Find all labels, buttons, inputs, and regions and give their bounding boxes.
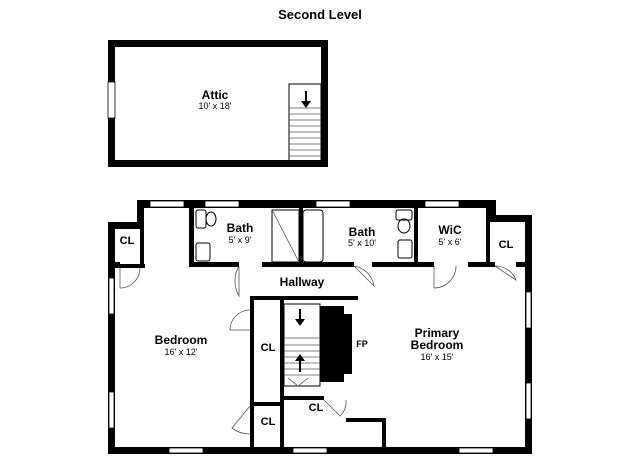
room-name-bath-1: Bath — [226, 221, 254, 235]
bath-fixtures — [195, 209, 413, 263]
arrow-icon — [301, 91, 311, 108]
room-name-wic: WiC — [438, 223, 462, 237]
closet-label-stair: CL — [260, 342, 276, 354]
door-swings — [119, 265, 517, 435]
room-dims-bath-2: 5' x 10' — [348, 238, 376, 248]
room-dims-primary: 16' x 15' — [420, 352, 454, 362]
room-name-primary-line1: Primary — [414, 326, 460, 340]
room-name-bedroom: Bedroom — [154, 333, 208, 347]
room-name-attic: Attic — [201, 88, 229, 102]
room-name-primary-line2: Bedroom — [410, 338, 464, 352]
room-dims-bath-1: 5' x 9' — [228, 235, 252, 245]
attic-walls — [107, 40, 328, 167]
room-name-hallway: Hallway — [279, 275, 325, 289]
plan-title: Second Level — [278, 7, 362, 22]
closet-label-bottom-left: CL — [260, 416, 276, 428]
closet-label-bottom-center: CL — [308, 402, 324, 414]
closet-label-left: CL — [119, 235, 135, 247]
attic-stairs — [288, 83, 322, 163]
main-stairs — [283, 303, 321, 387]
fireplace-label: FP — [356, 339, 368, 349]
room-dims-attic: 10' x 18' — [198, 101, 232, 111]
room-name-bath-2: Bath — [348, 225, 376, 239]
fireplace — [320, 306, 352, 382]
windows — [108, 200, 532, 454]
room-dims-wic: 5' x 6' — [438, 237, 462, 247]
room-dims-bedroom: 16' x 12' — [164, 347, 198, 357]
closet-label-right: CL — [498, 239, 514, 251]
interior-walls — [115, 208, 525, 447]
